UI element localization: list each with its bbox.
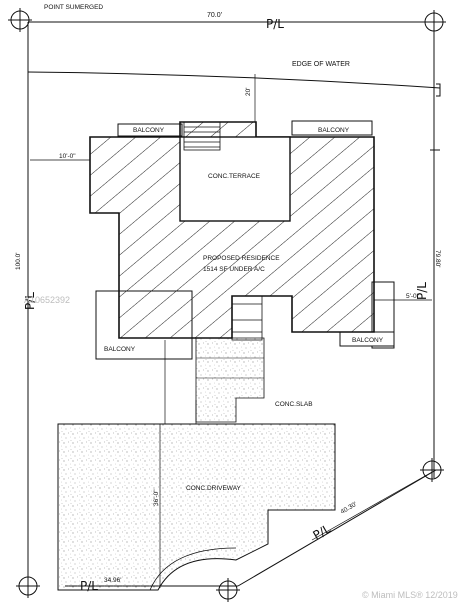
residence-area: 1514 SF UNDER A/C bbox=[203, 266, 265, 273]
property-line-top: P/L bbox=[266, 17, 284, 31]
conc-driveway bbox=[57, 423, 336, 591]
terrace-label: CONC.TERRACE bbox=[208, 173, 261, 180]
property-line-bottom: P/L bbox=[80, 579, 98, 593]
property-line-right: P/L bbox=[415, 282, 429, 300]
dim-driveway: 36'-0" bbox=[153, 489, 160, 506]
residence-title: PROPOSED RESIDENCE bbox=[203, 255, 280, 262]
edge-of-water-label: EDGE OF WATER bbox=[292, 61, 350, 68]
balcony-bottom-right: BALCONY bbox=[352, 337, 384, 344]
dim-water-setback: 20' bbox=[245, 88, 252, 96]
dim-right-setback: 5'-0" bbox=[406, 293, 420, 300]
mls-watermark-id: A10652392 bbox=[24, 295, 70, 305]
balcony-top-right: BALCONY bbox=[318, 127, 350, 134]
balcony-bottom-left: BALCONY bbox=[104, 346, 136, 353]
mls-watermark: © Miami MLS® 12/2019 bbox=[362, 590, 458, 600]
slab-label: CONC.SLAB bbox=[275, 401, 313, 408]
dim-bottom: 34.96' bbox=[104, 577, 122, 584]
top-note: POINT SUMERGED bbox=[44, 4, 103, 11]
conc-slab bbox=[195, 337, 265, 423]
terrace-area bbox=[179, 136, 291, 222]
dimension-lines bbox=[30, 74, 433, 588]
dim-left-setback: 10'-0" bbox=[59, 153, 76, 160]
dim-top: 70.0' bbox=[207, 12, 222, 19]
edge-of-water-line bbox=[27, 71, 441, 97]
property-line-diagonal: P/L bbox=[311, 521, 334, 542]
dim-right: 79.80' bbox=[434, 250, 441, 268]
corner-markers bbox=[8, 8, 446, 602]
balcony-top-left: BALCONY bbox=[133, 127, 165, 134]
property-line-left: P/L bbox=[23, 292, 37, 310]
dim-left-total: 100.0' bbox=[15, 252, 22, 270]
driveway-label: CONC.DRIVEWAY bbox=[186, 485, 242, 492]
dim-diagonal: 40.30' bbox=[340, 501, 359, 516]
